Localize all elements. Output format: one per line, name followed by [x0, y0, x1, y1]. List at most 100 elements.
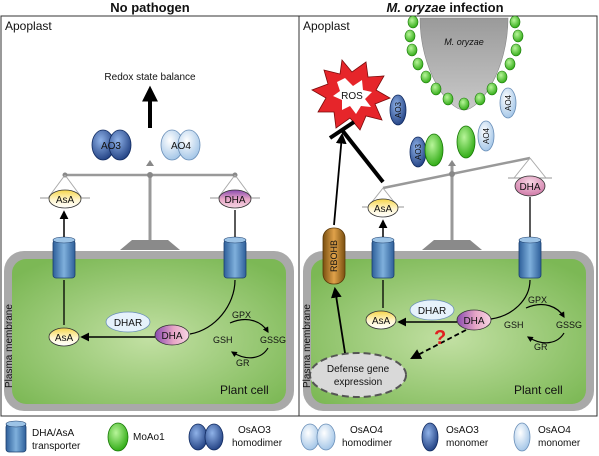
svg-text:DHAR: DHAR — [418, 306, 446, 317]
right-gssg-label: GSSG — [556, 320, 582, 330]
right-transporter-asa — [371, 236, 395, 279]
svg-text:Defense gene: Defense gene — [327, 364, 390, 375]
defense-to-rbohb-arrow — [330, 286, 346, 354]
ros-burst: ROS — [311, 59, 391, 131]
right-gpx-arrow — [525, 304, 565, 319]
moao1-bead — [420, 70, 432, 84]
left-dha-in-path — [189, 279, 236, 335]
legend-osao4-monomer: OsAO4 monomer — [513, 422, 581, 452]
svg-text:ROS: ROS — [341, 91, 363, 102]
moao1-bead — [474, 92, 486, 106]
right-asa-cell: AsA — [365, 310, 397, 330]
left-transporter-asa — [52, 236, 76, 279]
right-dha-in-path — [490, 279, 531, 320]
left-ao4-homodimer: AO4 — [160, 129, 201, 161]
svg-text:AO3: AO3 — [101, 141, 121, 152]
svg-text:DHAR: DHAR — [114, 318, 142, 329]
ros-inhibition-line — [340, 128, 385, 184]
moao1-bead — [496, 70, 508, 84]
left-apoplast-label: Apoplast — [5, 19, 52, 33]
left-plasma-membrane-label: Plasma membrane — [4, 304, 15, 388]
ros-inhibition-bar — [328, 120, 356, 140]
right-apoplast-label: Apoplast — [303, 19, 350, 33]
moao1-bead — [412, 57, 424, 71]
left-gr-label: GR — [236, 358, 250, 368]
moao1-bead — [512, 29, 524, 43]
right-asa-apoplast: AsA — [367, 198, 399, 218]
right-title-rest: infection — [446, 0, 504, 15]
left-dha-apoplast: DHA — [218, 189, 252, 209]
right-gsh-label: GSH — [504, 320, 524, 330]
moao1-bead — [430, 82, 442, 96]
left-gpx-arrow — [229, 319, 269, 334]
moao1-bead — [406, 43, 418, 57]
right-plasma-membrane-label: Plasma membrane — [302, 304, 313, 388]
left-gr-arrow — [230, 347, 269, 359]
moao1-bead — [442, 92, 454, 106]
svg-text:AO4: AO4 — [171, 141, 191, 152]
left-plant-cell-label: Plant cell — [220, 383, 269, 397]
right-gr-label: GR — [534, 342, 548, 352]
right-title-species: M. oryzae — [386, 0, 445, 15]
legend-moao1: MoAo1 — [107, 422, 165, 452]
moao1-bead — [510, 43, 522, 57]
svg-text:AsA: AsA — [55, 333, 74, 344]
moao1-bead — [458, 97, 470, 111]
svg-text:AsA: AsA — [56, 195, 75, 206]
svg-text:OsAO4: OsAO4 — [350, 425, 383, 436]
legend-osao3-homodimer: OsAO3 homodimer — [188, 423, 283, 451]
svg-text:homodimer: homodimer — [232, 438, 283, 449]
right-panel-title: M. oryzae infection — [386, 0, 503, 15]
moao1-ring — [404, 15, 524, 111]
right-transporter-dha — [518, 236, 542, 279]
rbohb-to-ros-arrow — [333, 132, 347, 226]
svg-text:DHA: DHA — [463, 316, 484, 327]
svg-text:transporter: transporter — [32, 441, 81, 452]
moao1-bead — [486, 82, 498, 96]
svg-text:M. oryzae: M. oryzae — [444, 37, 484, 47]
legend-transporter: DHA/AsA transporter — [5, 420, 81, 453]
legend-osao4-homodimer: OsAO4 homodimer — [300, 423, 393, 451]
svg-text:OsAO3: OsAO3 — [238, 425, 271, 436]
moao1-bead — [509, 15, 521, 29]
moao1-bead — [407, 15, 419, 29]
right-dha-apoplast: DHA — [514, 175, 546, 197]
left-gpx-label: GPX — [232, 310, 251, 320]
svg-text:DHA/AsA: DHA/AsA — [32, 428, 75, 439]
right-plant-cell-label: Plant cell — [514, 383, 563, 397]
left-dhar: DHAR — [105, 311, 151, 333]
svg-text:monomer: monomer — [446, 438, 489, 449]
svg-text:DHA: DHA — [519, 182, 540, 193]
m-oryzae-pathogen: M. oryzae — [419, 17, 509, 111]
legend: DHA/AsA transporter MoAo1 OsAO3 homodime… — [5, 420, 581, 453]
svg-text:RBOHB: RBOHB — [329, 240, 339, 272]
svg-text:MoAo1: MoAo1 — [133, 432, 165, 443]
moao1-bead — [404, 29, 416, 43]
svg-text:AsA: AsA — [374, 204, 393, 215]
right-dha-cell: DHA — [456, 309, 492, 331]
svg-text:monomer: monomer — [538, 438, 581, 449]
right-ao3-monomer-top: AO3 — [389, 94, 407, 126]
svg-text:AO3: AO3 — [414, 143, 423, 160]
left-ao3-homodimer: AO3 — [91, 129, 132, 161]
dha-to-defense-dashed-arrow — [410, 329, 467, 359]
svg-text:AO4: AO4 — [482, 127, 491, 144]
left-dha-cell: DHA — [154, 324, 190, 346]
right-ao3-moao1-complex: AO3 — [409, 133, 444, 168]
moao1-bead — [504, 57, 516, 71]
right-gpx-label: GPX — [528, 295, 547, 305]
svg-text:AO3: AO3 — [394, 101, 403, 118]
svg-text:DHA: DHA — [161, 331, 182, 342]
svg-text:expression: expression — [334, 377, 382, 388]
left-gsh-label: GSH — [213, 335, 233, 345]
svg-text:OsAO3: OsAO3 — [446, 425, 479, 436]
svg-text:OsAO4: OsAO4 — [538, 425, 571, 436]
svg-text:homodimer: homodimer — [342, 438, 393, 449]
left-asa-apoplast: AsA — [48, 189, 82, 209]
svg-text:DHA: DHA — [224, 195, 245, 206]
svg-text:AO4: AO4 — [504, 94, 513, 111]
left-cytoplasm — [12, 259, 286, 404]
right-gr-arrow — [526, 332, 565, 344]
redox-state-label: Redox state balance — [104, 72, 196, 83]
